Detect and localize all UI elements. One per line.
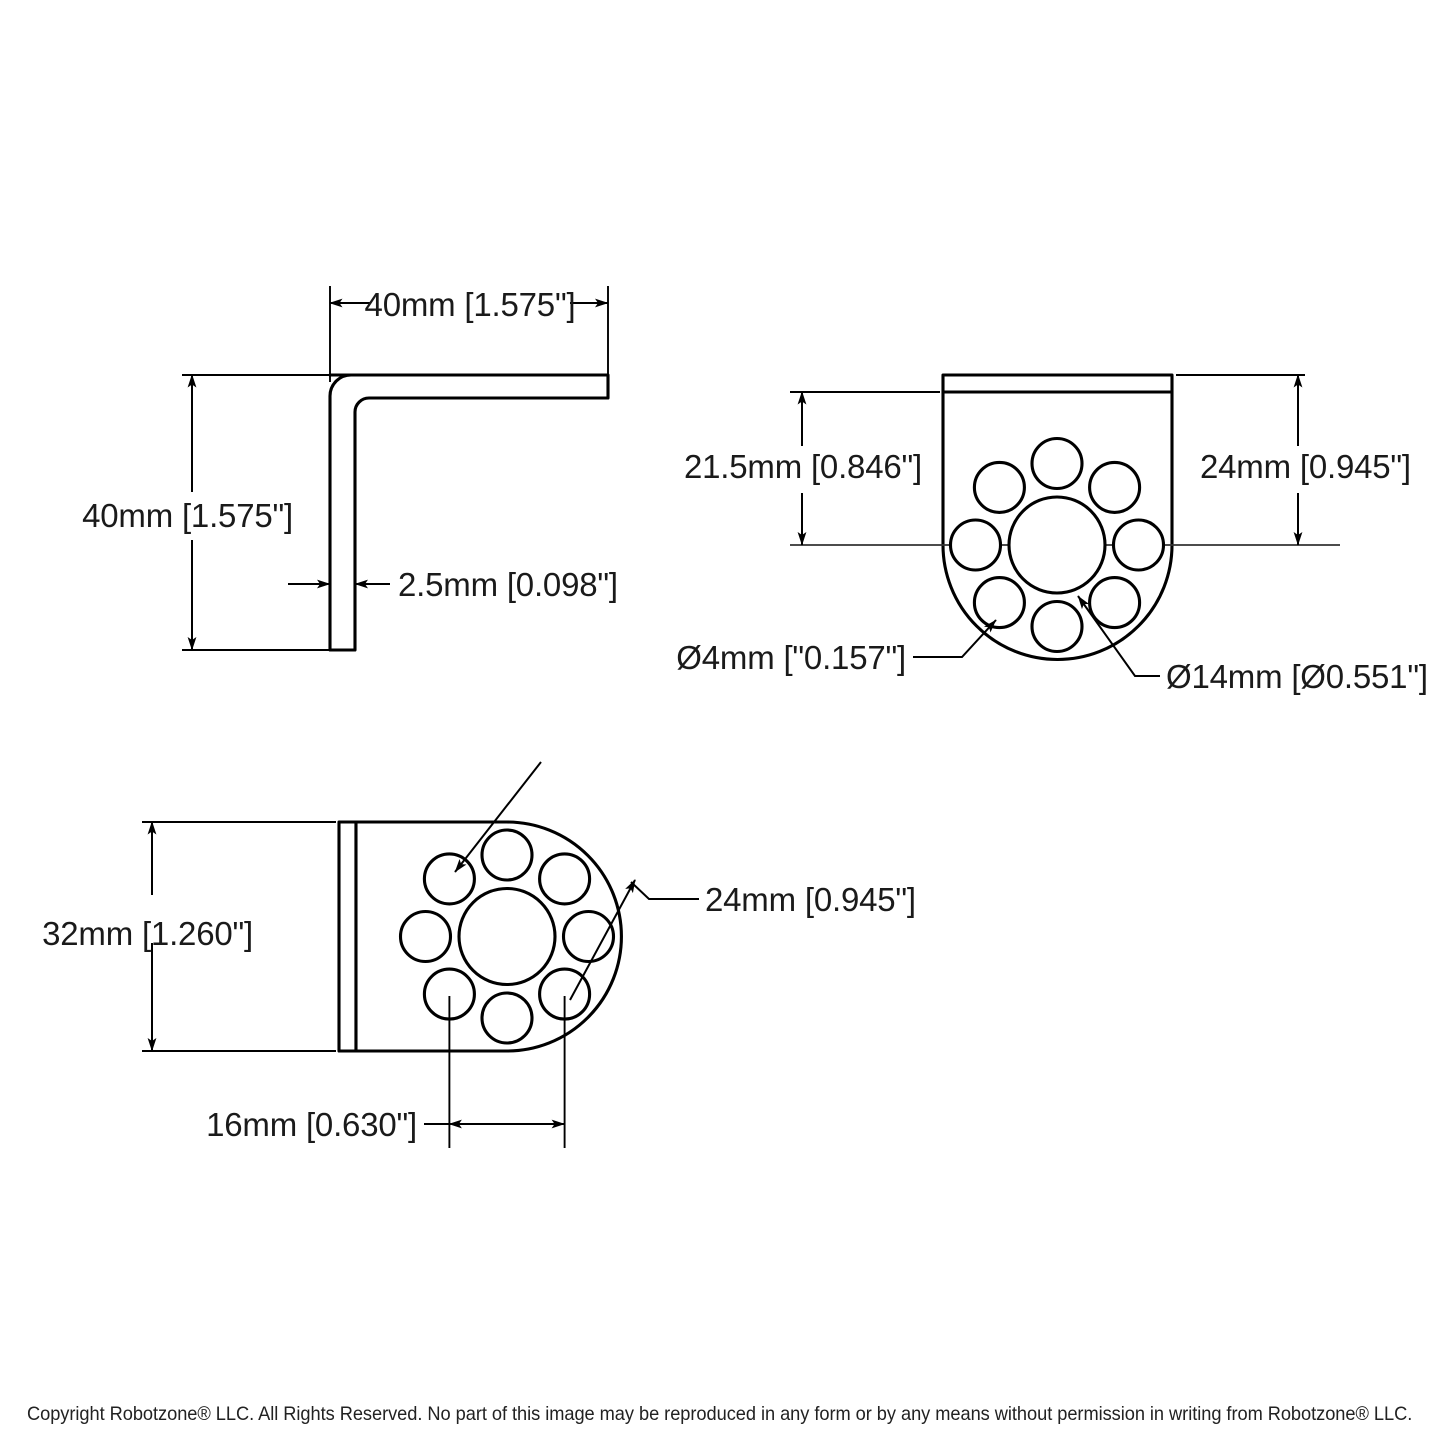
top-view-bolt-hole-2 (538, 852, 592, 906)
front-view-bolt-hole-7 (948, 518, 1003, 572)
front-view: 21.5mm [0.846"] 24mm [0.945"] Ø4mm ["0.1… (676, 373, 1428, 695)
dim-line-bolt-circle-upper (454, 761, 542, 873)
top-view-center-hole (457, 886, 557, 987)
dim-large-hole-dia-label: Ø14mm [Ø0.551"] (1166, 658, 1428, 695)
top-view-bolt-hole-1 (480, 828, 534, 882)
top-view-bolt-hole-7 (398, 909, 453, 964)
front-view-flange-edge (941, 373, 1174, 394)
leader-line-small-hole-dia (913, 619, 997, 658)
side-profile-view: 40mm [1.575"] 40mm [1.575"] 2.5mm [0.098… (82, 286, 618, 652)
top-view-bolt-hole-8 (422, 852, 476, 906)
dim-vertical-leg-label: 40mm [1.575"] (82, 497, 293, 534)
copyright-bar: Copyright Robotzone® LLC. All Rights Res… (0, 1383, 1445, 1445)
dim-plate-height-label: 32mm [1.260"] (42, 915, 253, 952)
leader-line-bolt-circle-dia (630, 881, 699, 900)
top-view: 32mm [1.260"] 24mm [0.945"] 16mm [0.630"… (42, 761, 916, 1148)
leader-line-large-hole-dia (1077, 595, 1160, 677)
front-view-bolt-hole-4 (1088, 576, 1142, 630)
top-view-bolt-hole-3 (561, 909, 616, 964)
front-view-bolt-hole-5 (1030, 599, 1084, 654)
dim-thickness-label: 2.5mm [0.098"] (398, 566, 618, 603)
dim-hole-offset-label: 16mm [0.630"] (206, 1106, 417, 1143)
dim-small-hole-dia-label: Ø4mm ["0.157"] (676, 639, 906, 676)
dim-horizontal-leg-label: 40mm [1.575"] (365, 286, 576, 323)
dim-line-bolt-circle-lower (569, 879, 636, 1001)
front-view-bolt-hole-8 (972, 460, 1026, 514)
front-view-bolt-hole-2 (1088, 460, 1142, 514)
front-view-bolt-hole-6 (972, 576, 1026, 630)
top-view-flange-edge (337, 820, 358, 1053)
front-view-bolt-hole-1 (1030, 436, 1084, 491)
front-view-bolt-hole-3 (1111, 518, 1166, 572)
copyright-notice: Copyright Robotzone® LLC. All Rights Res… (27, 1402, 1413, 1425)
front-view-center-hole (1007, 495, 1107, 595)
bracket-profile-outline (328, 373, 610, 652)
dim-hole-center-height-label: 21.5mm [0.846"] (684, 448, 922, 485)
dim-bolt-circle-dia-label: 24mm [0.945"] (705, 881, 916, 918)
top-view-bolt-hole-5 (480, 991, 534, 1045)
dim-plate-width-label: 24mm [0.945"] (1200, 448, 1411, 485)
